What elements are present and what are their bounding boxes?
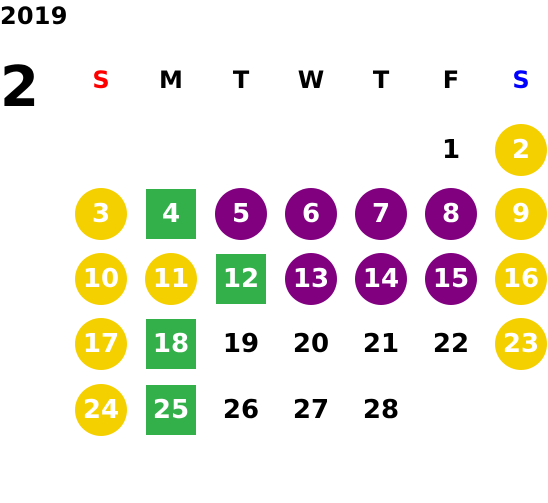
day-number: 27 [292, 395, 330, 425]
day-number: 21 [362, 329, 400, 359]
day-cell[interactable]: 6 [283, 186, 339, 242]
yellow-day-marker [75, 384, 127, 436]
day-cell[interactable]: 15 [423, 251, 479, 307]
day-cell[interactable]: 16 [493, 251, 548, 307]
purple-day-marker [285, 188, 337, 240]
day-number: 22 [432, 329, 470, 359]
weekday-thursday: T [372, 66, 390, 94]
green-day-marker [146, 385, 196, 435]
weekday-friday: F [442, 66, 460, 94]
year-label: 2019 [0, 2, 68, 30]
yellow-day-marker [495, 124, 547, 176]
day-number: 25 [152, 395, 190, 425]
day-number: 8 [441, 199, 461, 229]
day-cell[interactable]: 27 [283, 382, 339, 438]
day-number: 15 [432, 264, 470, 294]
day-number: 28 [362, 395, 400, 425]
day-cell[interactable]: 8 [423, 186, 479, 242]
purple-day-marker [285, 253, 337, 305]
yellow-day-marker [495, 253, 547, 305]
day-cell[interactable]: 4 [143, 186, 199, 242]
yellow-day-marker [75, 318, 127, 370]
day-number: 24 [82, 395, 120, 425]
yellow-day-marker [75, 188, 127, 240]
day-number: 12 [222, 264, 260, 294]
day-number: 4 [161, 199, 181, 229]
day-cell[interactable]: 13 [283, 251, 339, 307]
day-number: 9 [511, 199, 531, 229]
green-day-marker [146, 319, 196, 369]
day-cell[interactable]: 25 [143, 382, 199, 438]
purple-day-marker [355, 188, 407, 240]
day-cell[interactable]: 24 [73, 382, 129, 438]
yellow-day-marker [145, 253, 197, 305]
weekday-tuesday: T [232, 66, 250, 94]
day-cell[interactable]: 7 [353, 186, 409, 242]
purple-day-marker [355, 253, 407, 305]
yellow-day-marker [75, 253, 127, 305]
day-cell[interactable]: 20 [283, 316, 339, 372]
day-number: 17 [82, 329, 120, 359]
yellow-day-marker [495, 318, 547, 370]
day-cell[interactable]: 28 [353, 382, 409, 438]
day-number: 3 [91, 199, 111, 229]
day-number: 26 [222, 395, 260, 425]
green-day-marker [146, 189, 196, 239]
day-number: 7 [371, 199, 391, 229]
day-cell[interactable]: 19 [213, 316, 269, 372]
green-day-marker [216, 254, 266, 304]
purple-day-marker [215, 188, 267, 240]
purple-day-marker [425, 253, 477, 305]
day-cell[interactable]: 9 [493, 186, 548, 242]
day-number: 11 [152, 264, 190, 294]
weekday-wednesday: W [297, 66, 325, 94]
weekday-monday: M [159, 66, 183, 94]
day-number: 16 [502, 264, 540, 294]
day-cell[interactable]: 21 [353, 316, 409, 372]
day-number: 13 [292, 264, 330, 294]
month-label: 2 [0, 55, 39, 120]
day-number: 18 [152, 329, 190, 359]
day-number: 20 [292, 329, 330, 359]
day-cell[interactable]: 5 [213, 186, 269, 242]
day-number: 19 [222, 329, 260, 359]
weekday-saturday: S [512, 66, 530, 94]
yellow-day-marker [495, 188, 547, 240]
day-number: 5 [231, 199, 251, 229]
day-cell[interactable]: 17 [73, 316, 129, 372]
day-number: 6 [301, 199, 321, 229]
day-number: 2 [511, 135, 531, 165]
day-cell[interactable]: 14 [353, 251, 409, 307]
day-number: 14 [362, 264, 400, 294]
day-number: 10 [82, 264, 120, 294]
purple-day-marker [425, 188, 477, 240]
day-cell[interactable]: 23 [493, 316, 548, 372]
day-number: 1 [441, 135, 461, 165]
day-cell[interactable]: 22 [423, 316, 479, 372]
day-cell[interactable]: 26 [213, 382, 269, 438]
day-cell[interactable]: 3 [73, 186, 129, 242]
day-cell[interactable]: 11 [143, 251, 199, 307]
weekday-sunday: S [92, 66, 110, 94]
day-cell[interactable]: 1 [423, 122, 479, 178]
day-cell[interactable]: 2 [493, 122, 548, 178]
day-number: 23 [502, 329, 540, 359]
day-cell[interactable]: 18 [143, 316, 199, 372]
day-cell[interactable]: 12 [213, 251, 269, 307]
day-cell[interactable]: 10 [73, 251, 129, 307]
